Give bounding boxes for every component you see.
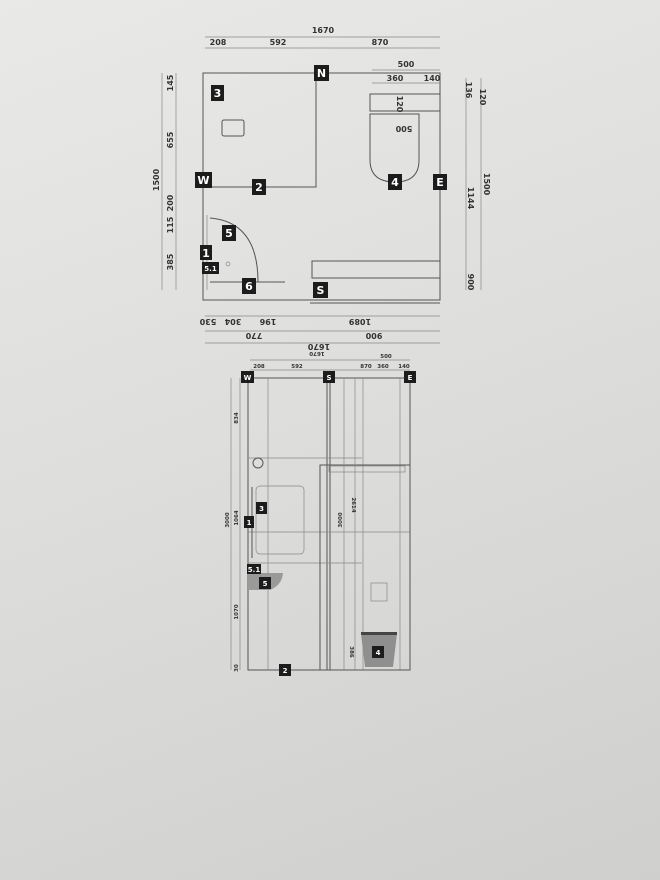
svg-text:6: 6 [245, 280, 253, 293]
elev-marker-3: 3 [256, 502, 267, 514]
elev-left-1: 3000 [225, 512, 231, 527]
dim-top-e: 360 [387, 74, 404, 83]
elev-dim-total: 1670 [309, 350, 324, 356]
elev-marker-e: E [404, 371, 416, 383]
marker-5: 5 [222, 225, 236, 241]
marker-n: N [314, 65, 329, 81]
elev-left-2: 1064 [234, 510, 240, 525]
dim-left-3: 200 [166, 194, 175, 211]
svg-text:1: 1 [247, 519, 252, 527]
svg-text:W: W [197, 174, 209, 187]
elev-marker-4: 4 [372, 646, 384, 658]
flush-plate-icon [370, 582, 388, 602]
dim-left-0: 145 [166, 74, 175, 91]
elev-marker-5-1: 5.1 [247, 564, 261, 574]
svg-text:1: 1 [202, 247, 210, 260]
dim-top-b: 592 [270, 38, 287, 47]
dim-top-f: 140 [424, 74, 441, 83]
marker-4: 4 [388, 174, 402, 190]
dim-top-total: 1670 [312, 26, 335, 35]
elev-dim-f: 500 [380, 354, 392, 360]
svg-text:3: 3 [259, 505, 264, 513]
partition-wall [319, 464, 411, 671]
elev-inner-0: 3000 [338, 512, 344, 527]
elev-dim-b: 592 [291, 364, 303, 370]
elev-dim-e: 140 [398, 364, 410, 370]
elev-inner-1: 2614 [350, 497, 356, 512]
drain-icon [221, 119, 245, 137]
svg-text:S: S [326, 374, 331, 382]
dim-right-2: 1500 [482, 173, 491, 196]
marker-5-1: 5.1 [202, 262, 219, 274]
dim-top-h: 500 [395, 124, 412, 133]
elev-left-0: 834 [234, 412, 240, 424]
dim-left-2: 1500 [152, 168, 161, 191]
marker-w: W [195, 172, 212, 188]
svg-text:5: 5 [263, 580, 268, 588]
elev-marker-s: S [323, 371, 335, 383]
dim-bottom-3: 1089 [348, 317, 371, 326]
dim-left-4: 115 [166, 216, 175, 233]
dim-bottom-0: 530 [199, 317, 216, 326]
elev-dim-c: 870 [360, 364, 372, 370]
svg-text:4: 4 [376, 649, 381, 657]
dim-top-c: 870 [372, 38, 389, 47]
shower-head-icon [252, 457, 264, 469]
dim-right-1: 120 [478, 89, 487, 106]
svg-text:W: W [244, 374, 252, 382]
dim-right-4: 900 [466, 274, 475, 291]
svg-text:E: E [436, 176, 444, 189]
dim-top-a: 208 [210, 38, 227, 47]
svg-text:2: 2 [283, 667, 288, 675]
dim-left-5: 385 [166, 253, 175, 270]
svg-text:5: 5 [225, 227, 233, 240]
marker-s: S [313, 282, 328, 298]
elev-dim-d: 360 [377, 364, 389, 370]
marker-1: 1 [200, 245, 212, 260]
bench [311, 260, 441, 279]
svg-text:5.1: 5.1 [204, 265, 217, 273]
elev-marker-5: 5 [259, 577, 271, 589]
dim-bottom-5: 900 [365, 331, 382, 340]
cistern [369, 93, 441, 112]
marker-e: E [433, 174, 447, 190]
dim-bottom-4: 770 [245, 331, 262, 340]
dim-top-g: 120 [395, 96, 404, 113]
dim-left-1: 655 [166, 131, 175, 148]
marker-6: 6 [242, 278, 256, 294]
svg-text:5.1: 5.1 [248, 566, 261, 574]
elev-marker-2: 2 [279, 664, 291, 676]
shower-area [203, 73, 317, 188]
marker-2: 2 [252, 179, 266, 195]
elevation-outline [247, 377, 411, 671]
dim-right-0: 136 [464, 82, 473, 99]
dim-bottom-2: 196 [259, 317, 276, 326]
shower-screen [255, 485, 305, 555]
elevation: 1670 208 592 870 360 140 500 834 3000 10… [225, 350, 416, 676]
dim-bottom-6: 1670 [307, 342, 330, 351]
svg-text:E: E [408, 374, 413, 382]
elev-marker-w: W [241, 371, 254, 383]
marker-3: 3 [211, 85, 224, 101]
svg-text:2: 2 [255, 181, 263, 194]
svg-text:N: N [317, 67, 326, 80]
svg-text:3: 3 [214, 87, 222, 100]
svg-text:S: S [317, 284, 325, 297]
elev-dim-a: 208 [253, 364, 265, 370]
door-swing [209, 217, 285, 283]
svg-text:4: 4 [391, 176, 399, 189]
elev-left-3: 1070 [234, 604, 240, 619]
dim-right-3: 1144 [466, 187, 475, 210]
dim-top-d: 500 [398, 60, 415, 69]
dim-bottom-1: 304 [224, 317, 241, 326]
elev-left-4: 30 [234, 664, 240, 672]
floor-plan: 1670 208 592 870 500 360 140 120 500 145… [152, 26, 491, 351]
elev-marker-1: 1 [244, 516, 254, 528]
elev-inner-2: 386 [348, 646, 354, 658]
